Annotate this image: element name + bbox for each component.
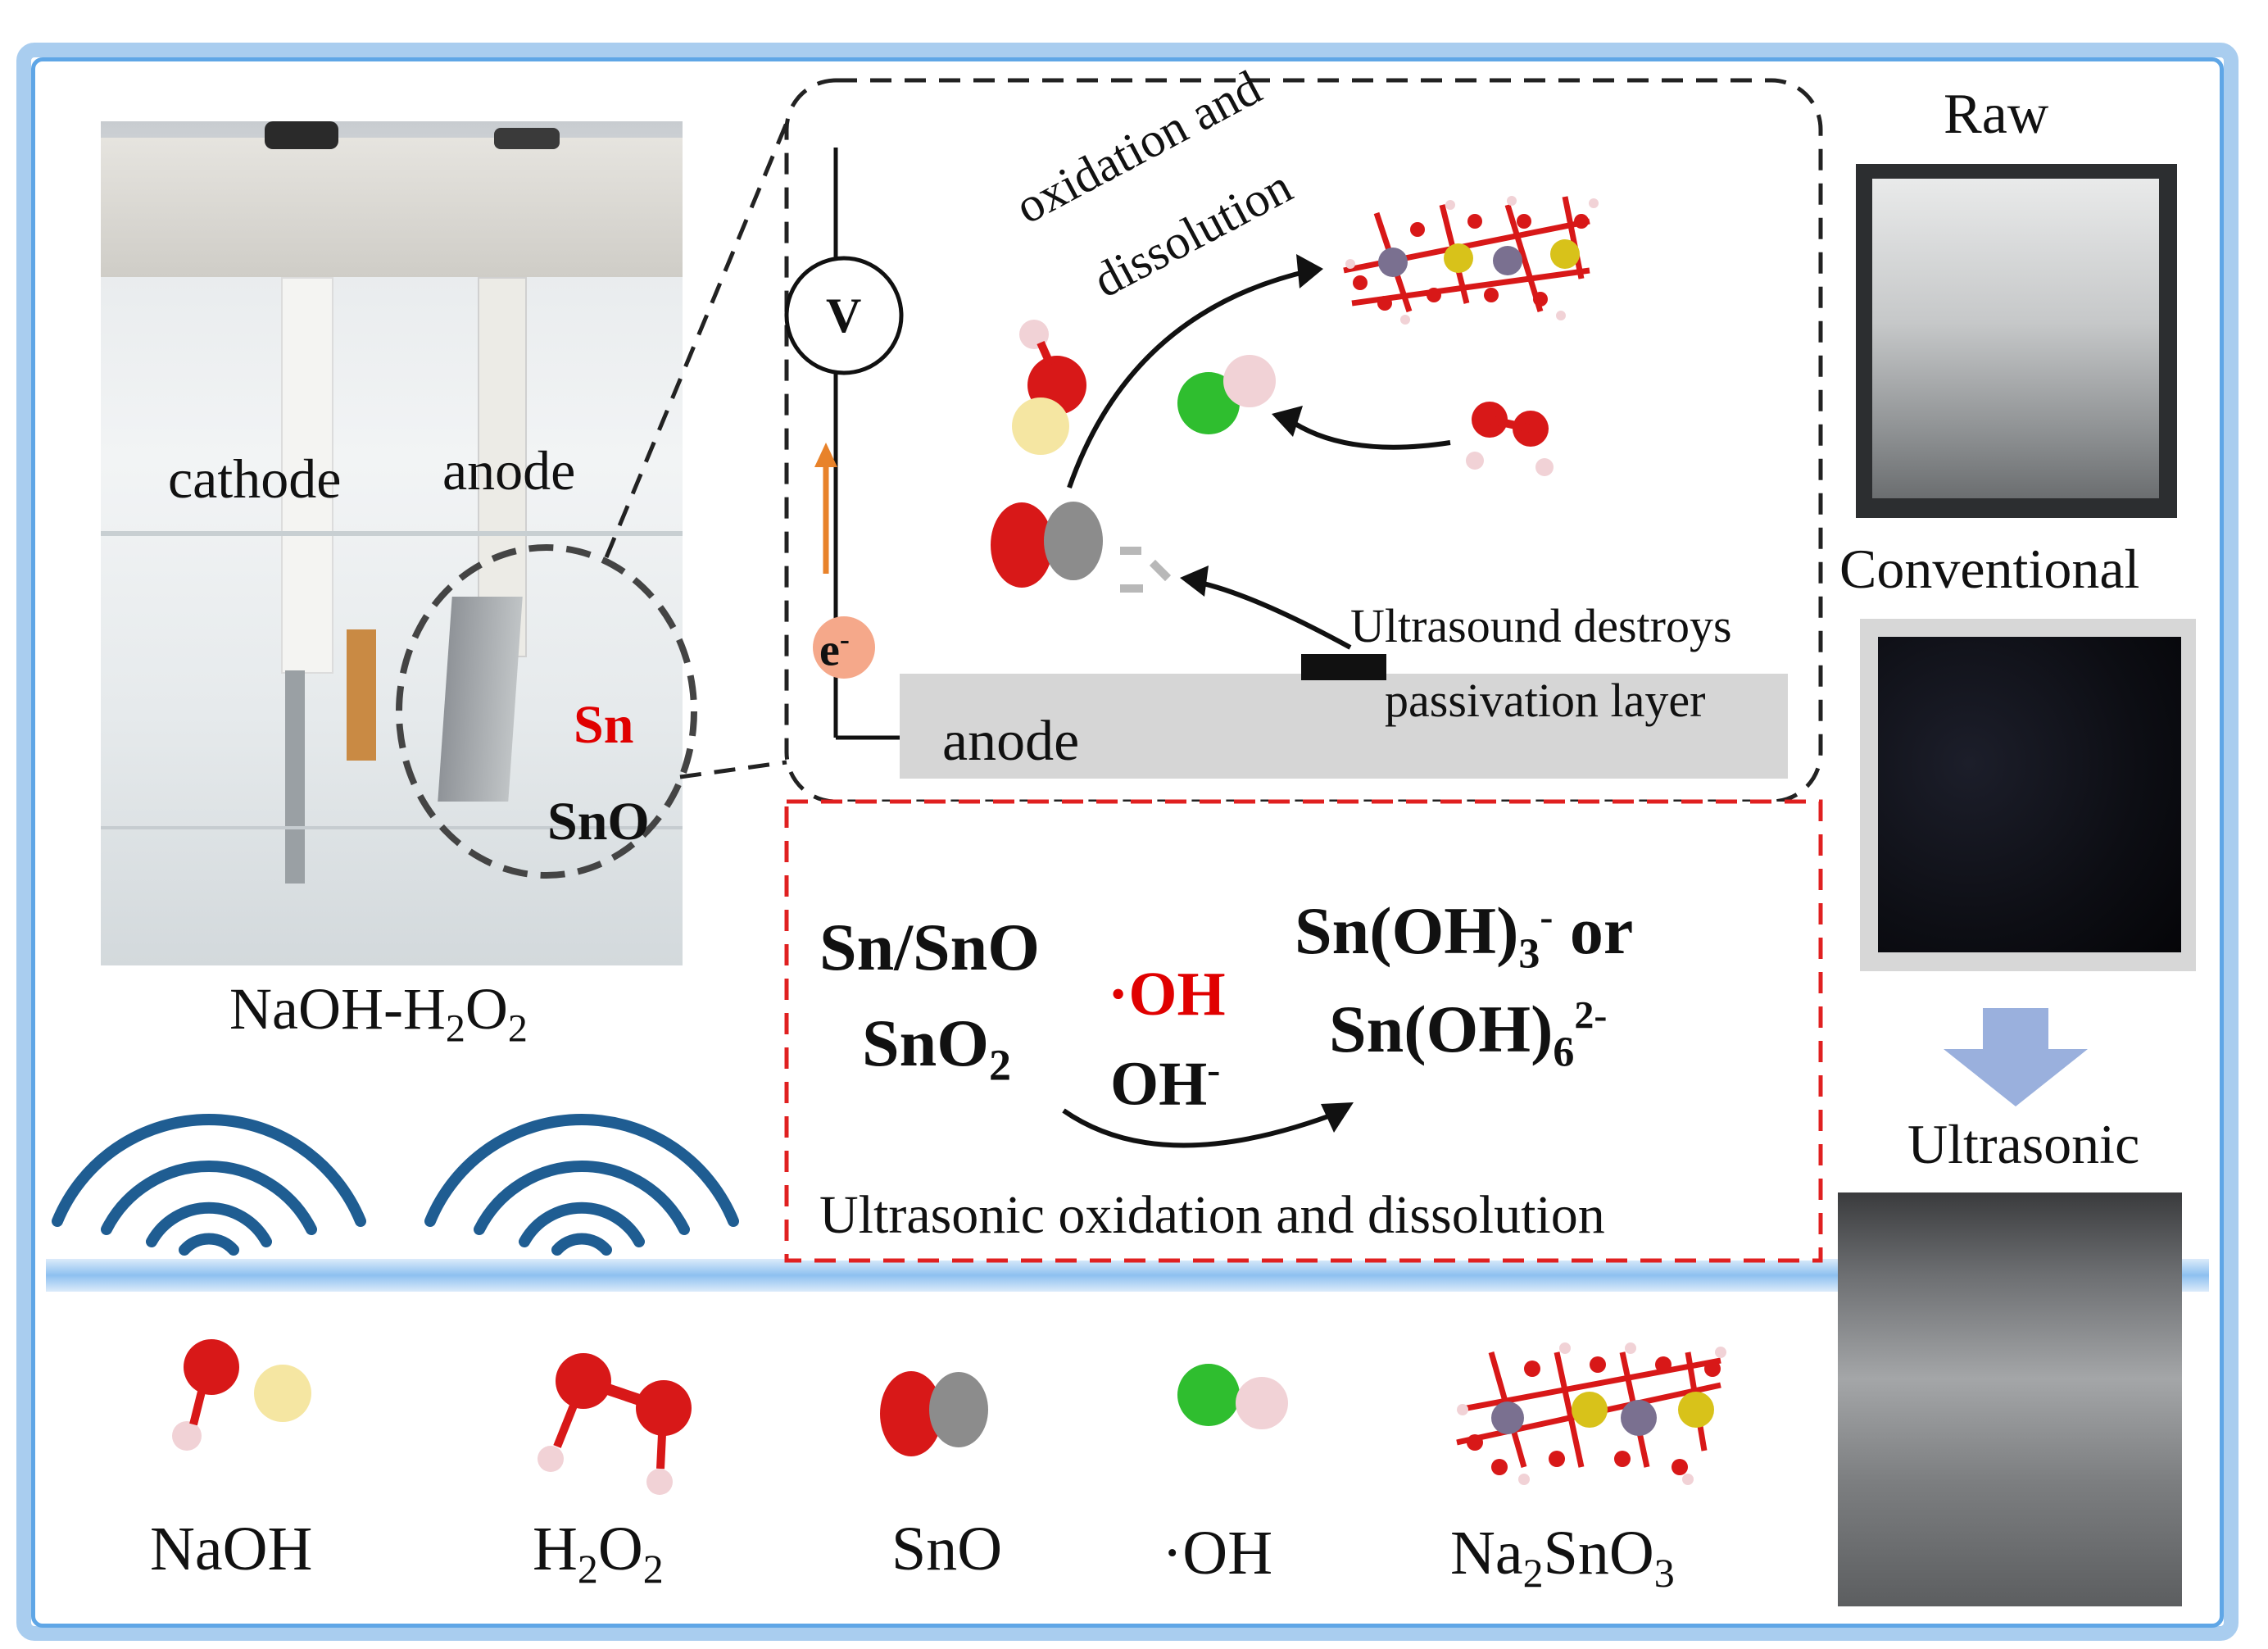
reaction-box-caption: Ultrasonic oxidation and dissolution xyxy=(819,1185,1605,1245)
reactant-line1: Sn/SnO xyxy=(819,910,1040,984)
anode-bar xyxy=(900,674,1788,779)
legend-oh-radical-label: ·OH xyxy=(1162,1519,1273,1588)
ultrasonic-label: Ultrasonic xyxy=(1907,1113,2140,1175)
outer-frame xyxy=(16,43,2239,1641)
product-line2: Sn(OH)62- xyxy=(1329,992,1608,1076)
legend-sno-icon xyxy=(880,1371,988,1456)
oh-radical-h xyxy=(1223,355,1276,407)
sno-molecule-sn xyxy=(1044,502,1103,580)
legend-sno-label: SnO xyxy=(891,1515,1003,1583)
conventional-sample-photo xyxy=(1860,619,2196,971)
legend-naoh-label: NaOH xyxy=(150,1515,313,1583)
raw-sample-photo xyxy=(1856,164,2177,518)
zoom-line-bottom xyxy=(679,760,787,779)
sno-label: SnO xyxy=(547,792,650,852)
zoom-line-top xyxy=(604,122,789,558)
radical-label: ·OH xyxy=(1108,960,1226,1029)
na2sno3-crystal-top xyxy=(1343,196,1599,325)
oh-radical-o xyxy=(1177,372,1240,434)
legend-naoh-icon xyxy=(172,1339,311,1451)
reaction-box-border xyxy=(784,799,1823,1263)
ultrasonic-sample-photo xyxy=(1838,1192,2182,1606)
electron-ball xyxy=(813,616,875,679)
electron-label: e- xyxy=(819,623,850,676)
hydroxide-label: OH- xyxy=(1110,1048,1221,1119)
legend-oh-radical-icon xyxy=(1177,1364,1288,1429)
voltmeter-circle xyxy=(784,256,904,375)
anode-bar-label: anode xyxy=(942,710,1080,773)
reactant-line2: SnO2 xyxy=(862,1006,1011,1090)
legend-h2o2-icon xyxy=(538,1353,692,1495)
legend-na2sno3-icon xyxy=(1456,1342,1726,1485)
product-line1: Sn(OH)3- or xyxy=(1295,893,1634,978)
cathode-label: cathode xyxy=(168,447,342,510)
voltmeter-label: V xyxy=(826,288,862,343)
passivation-layer xyxy=(1301,654,1386,680)
inner-frame xyxy=(31,57,2224,1628)
reaction-arrow xyxy=(1062,1108,1345,1148)
legend-na2sno3-label: Na2SnO3 xyxy=(1450,1519,1675,1597)
sn-label: Sn xyxy=(574,695,634,755)
anode-label: anode xyxy=(442,439,576,502)
sno-molecule-o xyxy=(991,502,1053,588)
beaker-photo xyxy=(101,121,683,965)
raw-label: Raw xyxy=(1944,83,2049,146)
ultrasound-note-line2: passivation layer xyxy=(1385,674,1706,727)
conventional-label: Conventional xyxy=(1839,538,2140,600)
legend-h2o2-label: H2O2 xyxy=(533,1515,664,1592)
electrolyte-caption: NaOH-H2O2 xyxy=(229,976,528,1051)
ultrasound-note-line1: Ultrasound destroys xyxy=(1350,599,1732,652)
